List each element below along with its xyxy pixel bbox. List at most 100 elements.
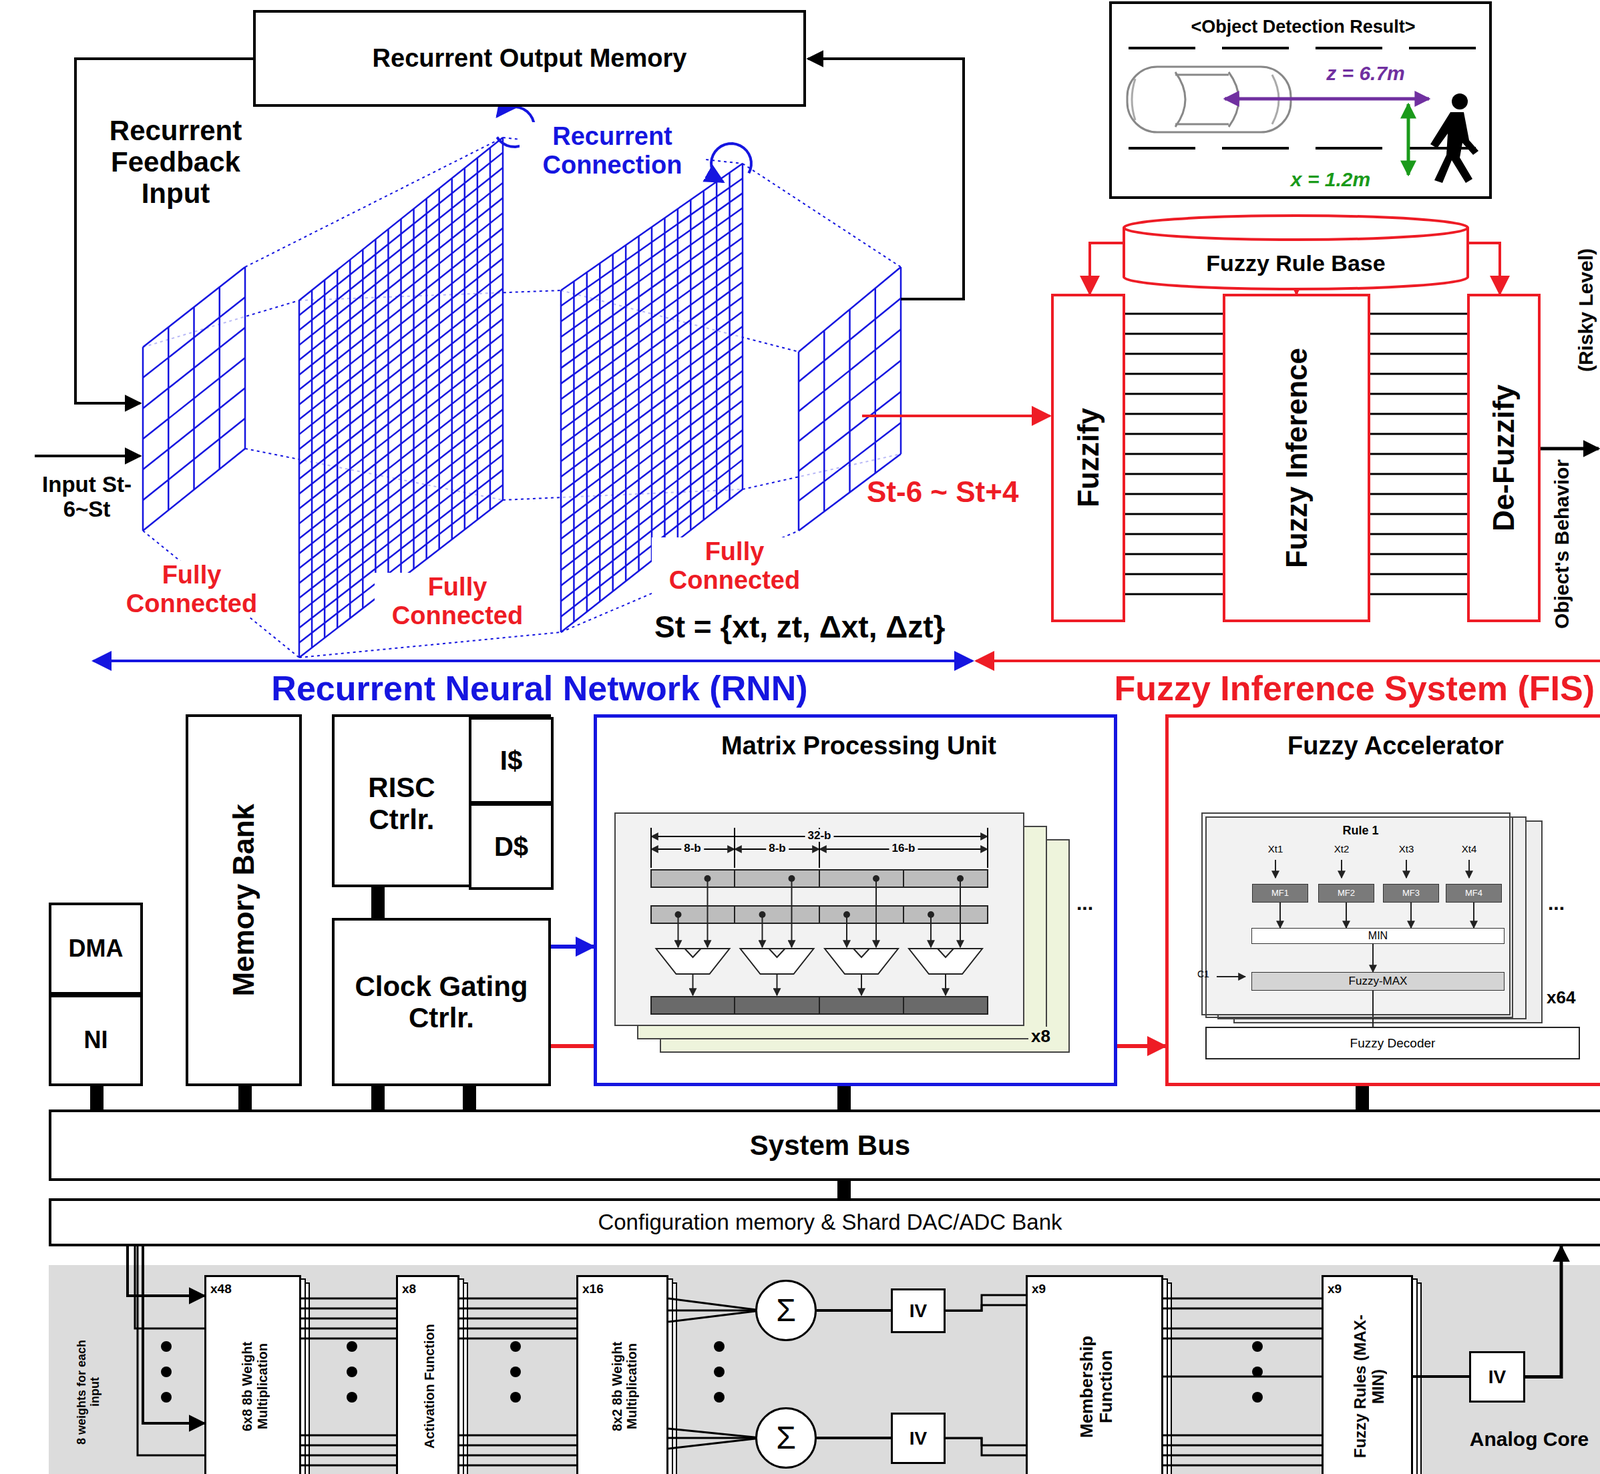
sum-circle: Σ xyxy=(755,1407,817,1470)
art-path xyxy=(1163,1445,1322,1448)
art-circle xyxy=(713,1341,725,1353)
art-path xyxy=(299,409,503,569)
connector xyxy=(945,1305,1026,1312)
art-path xyxy=(1540,447,1599,451)
connector xyxy=(1345,902,1347,929)
art-path xyxy=(677,914,680,948)
block-label: Σ xyxy=(775,1420,796,1457)
art-path xyxy=(1370,413,1468,416)
art-path xyxy=(1370,533,1468,536)
block-label: Σ xyxy=(775,1292,796,1329)
art-g xyxy=(48,1246,1600,1474)
art-path xyxy=(798,298,901,382)
block-box: MF1MF2MF3MF4MINFuzzy-MAXRule 1Fuzzy Deco… xyxy=(1165,714,1600,1087)
art-circle xyxy=(788,875,796,883)
block-box: System Bus xyxy=(48,1109,1600,1182)
art-path xyxy=(1125,353,1223,356)
annotation-label: Recurrent Feedback Input xyxy=(92,114,260,210)
block-box: x168x2 8b Weight Multiplication xyxy=(576,1275,669,1474)
block-box: Memory Bank xyxy=(185,714,302,1087)
block-heading: x16 xyxy=(582,1280,630,1299)
art-path xyxy=(1405,860,1408,879)
art-path xyxy=(142,297,246,378)
annotation-label: x64 xyxy=(1543,988,1578,1008)
art-path xyxy=(776,974,778,996)
art-path xyxy=(301,1308,396,1311)
annotation-label: St = {xt, zt, Δxt, Δzt} xyxy=(651,610,948,646)
block-box: I$D$RISC Ctrlr. xyxy=(331,714,551,888)
art-path xyxy=(459,1338,577,1341)
art-rect xyxy=(615,813,1024,1026)
art-path xyxy=(1370,333,1468,336)
block-box: Clock Gating Ctrlr. xyxy=(331,918,551,1087)
connector xyxy=(945,1439,1026,1447)
art-path xyxy=(1163,1465,1322,1468)
annotation-label: Fully Connected xyxy=(374,572,541,630)
annotation-label: 16-b xyxy=(889,842,919,855)
art-path xyxy=(142,418,246,501)
annotation-label: Fully Connected xyxy=(651,537,818,595)
block-label: NI xyxy=(84,1027,109,1054)
art-path xyxy=(560,355,743,493)
block-box: x486x8 8b Weight Multiplication xyxy=(204,1275,302,1474)
annotation-label: Xt1 xyxy=(1268,844,1284,856)
block-box: DMA xyxy=(48,902,143,995)
block-label: MIN xyxy=(1368,930,1388,943)
block-label: Fuzzy Inference xyxy=(1280,347,1313,569)
art-path xyxy=(301,1445,396,1448)
art-path xyxy=(668,1429,762,1439)
connector xyxy=(127,1246,205,1297)
art-path xyxy=(1125,593,1223,596)
connector xyxy=(550,1044,594,1049)
block-box: <Object Detection Result>z = 6.7mx = 1.2… xyxy=(1109,1,1492,199)
block-box: x9Fuzzy Rules (MAX-MIN) xyxy=(1321,1275,1414,1474)
connector xyxy=(371,1086,385,1110)
art-path xyxy=(798,329,901,412)
block-label: IV xyxy=(909,1300,927,1322)
art-path xyxy=(798,391,901,472)
block-label: 8x2 8b Weight Multiplication xyxy=(578,1300,671,1474)
block-label: I$ xyxy=(500,745,523,776)
block-heading: x48 xyxy=(210,1280,258,1299)
art-path xyxy=(459,1455,577,1458)
sum-circle: Σ xyxy=(755,1280,817,1342)
art-path xyxy=(846,914,848,948)
block-label: Clock Gating Ctrlr. xyxy=(338,970,545,1034)
connector xyxy=(550,944,594,949)
art-path xyxy=(1409,46,1476,50)
art-path xyxy=(1125,573,1223,576)
connector xyxy=(1163,1376,1322,1379)
art-circle xyxy=(759,911,766,919)
annotation-label: Input St-6~St xyxy=(36,472,137,523)
art-path xyxy=(299,258,503,420)
art-circle xyxy=(843,911,851,919)
art-path xyxy=(1128,46,1196,50)
annotation-label: 8-b xyxy=(681,842,704,855)
art-path xyxy=(1163,1455,1322,1458)
art-path xyxy=(299,379,503,539)
connector xyxy=(816,1309,891,1313)
art-path xyxy=(142,357,246,440)
connector xyxy=(1469,243,1500,294)
connector xyxy=(1370,313,1468,316)
block-label: IV xyxy=(1488,1366,1506,1388)
art-path xyxy=(301,1435,396,1438)
block-box: NI xyxy=(48,994,143,1087)
connector xyxy=(1117,1044,1166,1049)
art-path xyxy=(1163,1298,1322,1301)
art-path xyxy=(1125,413,1223,416)
art-rect xyxy=(819,870,904,888)
art-path xyxy=(1370,473,1468,476)
block-heading: <Object Detection Result> xyxy=(1111,13,1495,41)
block-label: Rule 1 xyxy=(1206,820,1515,841)
art-path xyxy=(301,1338,396,1341)
connector xyxy=(462,1086,477,1110)
block-box: Fuzzify xyxy=(1051,293,1126,623)
art-ellipse xyxy=(1123,215,1468,240)
block-box: MF1 xyxy=(1252,884,1309,903)
art-path xyxy=(944,974,947,996)
block-label: Matrix Processing Unit xyxy=(596,725,1121,766)
block-label: RISC Ctrlr. xyxy=(334,717,469,891)
art-path xyxy=(560,326,743,462)
block-box: De-Fuzzify xyxy=(1467,293,1541,623)
